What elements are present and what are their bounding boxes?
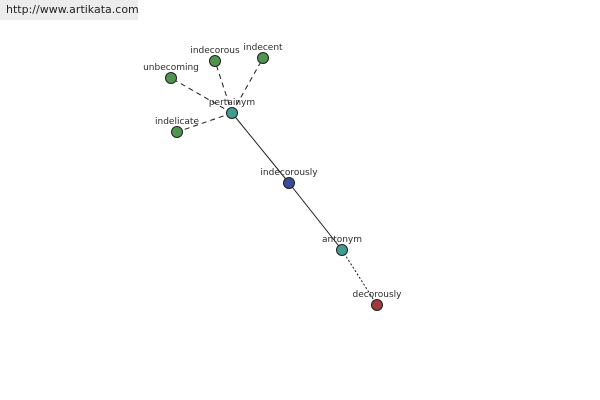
node-indecent[interactable]: indecent: [243, 43, 283, 64]
edge-pertainym-indelicate: [176, 112, 233, 133]
node-circle-indecorously[interactable]: [283, 177, 295, 189]
node-circle-indecent[interactable]: [257, 52, 269, 64]
node-indecorous[interactable]: indecorous: [190, 46, 240, 67]
edge-pertainym-unbecoming: [170, 77, 233, 114]
node-circle-pertainym[interactable]: [226, 107, 238, 119]
node-antonym[interactable]: antonym: [322, 235, 362, 256]
node-label-pertainym: pertainym: [209, 98, 255, 108]
edge-indecorously-pertainym: [231, 112, 290, 184]
node-label-indelicate: indelicate: [155, 117, 199, 127]
node-indelicate[interactable]: indelicate: [155, 117, 199, 138]
graph-edges: [170, 57, 378, 306]
node-indecorously[interactable]: indecorously: [260, 168, 318, 189]
node-label-antonym: antonym: [322, 235, 362, 245]
node-circle-antonym[interactable]: [336, 244, 348, 256]
site-url-watermark: http://www.artikata.com: [0, 0, 139, 20]
node-label-unbecoming: unbecoming: [143, 63, 199, 73]
node-circle-indecorous[interactable]: [209, 55, 221, 67]
node-label-indecorous: indecorous: [190, 46, 240, 56]
node-unbecoming[interactable]: unbecoming: [143, 63, 199, 84]
node-label-indecorously: indecorously: [260, 168, 318, 178]
node-circle-indelicate[interactable]: [171, 126, 183, 138]
node-circle-unbecoming[interactable]: [165, 72, 177, 84]
edge-indecorously-antonym: [288, 182, 343, 251]
node-pertainym[interactable]: pertainym: [209, 98, 255, 119]
edge-pertainym-indecorous: [214, 60, 233, 114]
node-decorously[interactable]: decorously: [353, 290, 403, 311]
node-label-indecent: indecent: [243, 43, 283, 53]
node-label-decorously: decorously: [353, 290, 403, 300]
edge-pertainym-indecent: [231, 57, 264, 114]
edge-antonym-decorously: [341, 249, 378, 306]
node-circle-decorously[interactable]: [371, 299, 383, 311]
graph-nodes: indecorously pertainym antonym decorously in…: [143, 43, 402, 311]
